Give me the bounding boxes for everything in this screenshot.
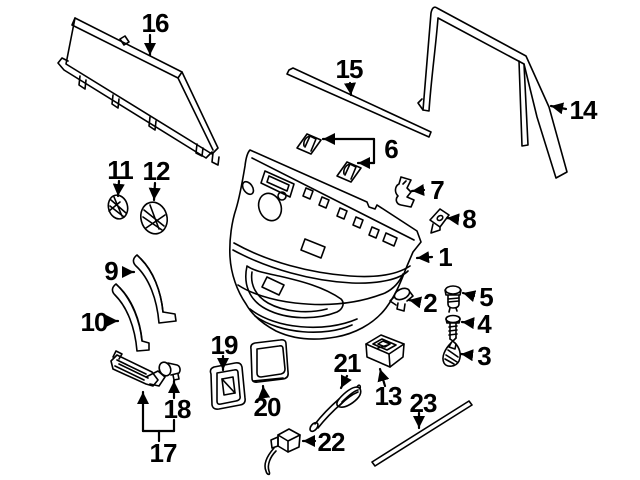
- part-9-curved-trim: [132, 254, 177, 324]
- part-22-connector: [264, 428, 301, 476]
- callout-16: 16: [141, 8, 170, 38]
- callout-9: 9: [104, 256, 119, 286]
- part-16-window-shade: [57, 17, 220, 166]
- callout-15: 15: [335, 54, 364, 84]
- callout-7: 7: [430, 175, 445, 205]
- callout-1: 1: [438, 242, 453, 272]
- callout-11: 11: [107, 155, 133, 185]
- callout-20: 20: [253, 392, 282, 422]
- part-3-expansion-nut: [442, 340, 462, 367]
- callout-10: 10: [80, 307, 109, 337]
- part-19-bezel: [209, 362, 246, 410]
- part-12-cover-cap: [139, 201, 169, 235]
- callout-21: 21: [333, 348, 362, 378]
- part-14-window-frame-seal: [417, 6, 568, 179]
- callout-17: 17: [149, 438, 178, 468]
- part-8-clip: [429, 208, 450, 234]
- part-2-push-clip: [389, 287, 414, 312]
- part-10-curved-trim: [111, 283, 150, 352]
- callout-13: 13: [374, 381, 403, 411]
- callout-18: 18: [163, 394, 192, 424]
- callout-8: 8: [462, 204, 477, 234]
- callout-3: 3: [477, 341, 492, 371]
- callout-2: 2: [423, 288, 438, 318]
- part-18-plug: [158, 361, 181, 381]
- callout-19: 19: [210, 330, 239, 360]
- callout-6: 6: [384, 134, 399, 164]
- part-21-lock-knob: [309, 384, 362, 433]
- part-15-belt-molding: [286, 67, 432, 138]
- part-23-rod: [371, 400, 473, 467]
- leader-lines: [105, 33, 568, 448]
- part-13-switch: [365, 334, 405, 368]
- part-7-bracket: [394, 176, 415, 208]
- part-5-grommet: [444, 285, 462, 313]
- part-1-door-trim-panel: [229, 149, 422, 340]
- callout-22: 22: [317, 427, 346, 457]
- part-20-bezel: [250, 339, 289, 383]
- part-11-cover-cap: [107, 194, 129, 220]
- callout-23: 23: [409, 388, 438, 418]
- part-17-handle: [110, 350, 166, 387]
- callout-4: 4: [477, 309, 492, 339]
- callout-5: 5: [479, 282, 494, 312]
- part-4-screw: [445, 314, 461, 342]
- callout-14: 14: [569, 95, 598, 125]
- callout-12: 12: [142, 156, 171, 186]
